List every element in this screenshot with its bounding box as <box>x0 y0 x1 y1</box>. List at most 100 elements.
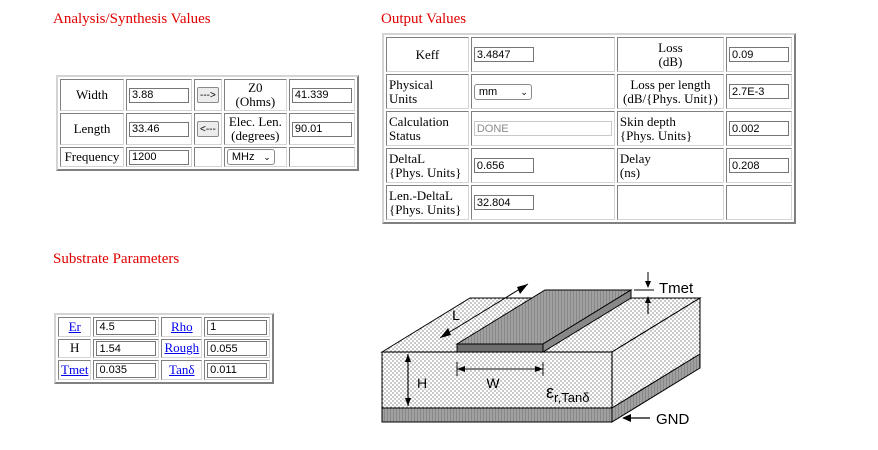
loss-per-length-output[interactable] <box>729 84 789 100</box>
rho-help-link[interactable]: Rho <box>170 318 193 334</box>
keff-cell <box>470 37 615 72</box>
er-cell <box>93 317 160 337</box>
skin-depth-line1: Skin depth <box>619 113 676 129</box>
er-help-link[interactable]: Er <box>68 318 81 334</box>
physical-units-line2: Units <box>389 90 418 106</box>
keff-output[interactable] <box>473 47 534 63</box>
frequency-unit-select[interactable]: MHz ⌄ <box>226 149 275 165</box>
arrow-head-icon <box>645 281 651 288</box>
len-deltal-cell <box>470 185 615 220</box>
width-cell <box>126 79 192 111</box>
tand-input[interactable] <box>207 362 268 378</box>
synthesize-button[interactable]: ---> <box>197 87 219 104</box>
z0-label: Z0(Ohms) <box>223 79 287 111</box>
len-deltal-label: Len.-DeltaL{Phys. Units} <box>386 185 469 220</box>
z0-label-line2: (Ohms) <box>235 94 276 109</box>
loss-per-length-line2: (dB/{Phys. Unit}) <box>623 90 718 106</box>
loss-cell <box>726 37 792 72</box>
physical-units-value: mm <box>478 85 498 98</box>
tand-label-cell: Tanδ <box>161 360 203 380</box>
rho-cell <box>204 317 271 337</box>
loss-per-length-label: Loss per length(dB/{Phys. Unit}) <box>616 74 724 109</box>
len-deltal-output[interactable] <box>473 195 534 211</box>
arrow-head-icon <box>517 284 528 294</box>
len-deltal-line2: {Phys. Units} <box>389 201 462 217</box>
width-input[interactable] <box>129 87 189 103</box>
elec-len-label: Elec. Len.(degrees) <box>223 113 287 145</box>
strip-side-face <box>542 289 632 353</box>
calc-status-output[interactable] <box>473 121 612 137</box>
arrow-head-icon <box>405 398 411 406</box>
chevron-down-icon: ⌄ <box>263 152 271 162</box>
loss-per-length-cell <box>726 74 792 109</box>
deltal-cell <box>470 148 615 183</box>
w-label: W <box>486 375 500 391</box>
loss-label: Loss(dB) <box>616 37 724 72</box>
rough-help-link[interactable]: Rough <box>164 340 200 356</box>
empty-cell <box>726 185 792 220</box>
arrow-head-icon <box>535 366 543 372</box>
tand-help-link[interactable]: Tanδ <box>169 361 195 377</box>
tmet-diagram-label: Tmet <box>659 280 694 297</box>
ground-plane-front <box>381 407 613 423</box>
frequency-unit-cell: MHz ⌄ <box>223 147 287 167</box>
delta-symbol: δ <box>582 390 589 405</box>
z0-input[interactable] <box>291 87 352 103</box>
analysis-heading: Analysis/Synthesis Values <box>53 11 211 27</box>
epsilon-symbol: ε <box>546 382 554 402</box>
synthesize-cell: ---> <box>194 79 222 111</box>
deltal-label: DeltaL{Phys. Units} <box>386 148 469 183</box>
width-label: Width <box>60 79 124 111</box>
delay-cell <box>726 148 792 183</box>
analyze-button[interactable]: <--- <box>197 121 219 138</box>
length-input[interactable] <box>129 121 189 137</box>
frequency-unit-value: MHz <box>231 151 255 163</box>
l-label: L <box>452 307 460 323</box>
substrate-front-face <box>381 351 613 409</box>
loss-per-length-line1: Loss per length <box>630 76 711 92</box>
arrow-head-icon <box>457 366 465 372</box>
strip-front-face <box>456 343 544 353</box>
delay-line1: Delay <box>619 150 651 166</box>
h-cell <box>93 338 160 358</box>
empty-cell <box>194 147 222 167</box>
rho-input[interactable] <box>207 319 268 335</box>
calc-status-line1: Calculation <box>389 113 449 129</box>
er-input[interactable] <box>96 319 157 335</box>
analyze-cell: <--- <box>194 113 222 145</box>
delay-line2: (ns) <box>619 164 641 180</box>
frequency-input[interactable] <box>129 149 189 165</box>
calc-status-line2: Status <box>389 127 421 143</box>
arrow-head-icon <box>645 296 651 303</box>
loss-output[interactable] <box>729 47 789 63</box>
delay-output[interactable] <box>729 158 789 174</box>
tmet-input[interactable] <box>96 362 157 378</box>
h-input[interactable] <box>96 341 157 356</box>
physical-units-select[interactable]: mm ⌄ <box>473 83 532 100</box>
substrate-heading: Substrate Parameters <box>53 251 180 267</box>
tmet-help-link[interactable]: Tmet <box>61 361 89 377</box>
keff-label: Keff <box>386 37 469 72</box>
arrow-head-icon <box>622 414 631 422</box>
h-label: H <box>58 338 92 358</box>
chevron-down-icon: ⌄ <box>520 86 528 97</box>
elec-len-cell <box>288 113 355 145</box>
z0-label-line1: Z0 <box>248 80 263 95</box>
empty-cell <box>288 147 355 167</box>
elec-len-input[interactable] <box>291 121 352 137</box>
deltal-output[interactable] <box>473 158 534 174</box>
tmet-cell <box>93 360 160 380</box>
empty-cell <box>616 185 724 220</box>
er-tand-label: εr,Tanδ <box>546 382 589 405</box>
delay-label: Delay(ns) <box>616 148 724 183</box>
rough-label-cell: Rough <box>161 338 203 358</box>
skin-depth-output[interactable] <box>729 121 789 137</box>
skin-depth-label: Skin depth{Phys. Units} <box>616 111 724 146</box>
arrow-head-icon <box>440 328 451 338</box>
rough-input[interactable] <box>207 341 268 356</box>
l-dimension-line <box>439 283 529 339</box>
output-heading: Output Values <box>381 11 467 27</box>
length-label: Length <box>60 113 124 145</box>
